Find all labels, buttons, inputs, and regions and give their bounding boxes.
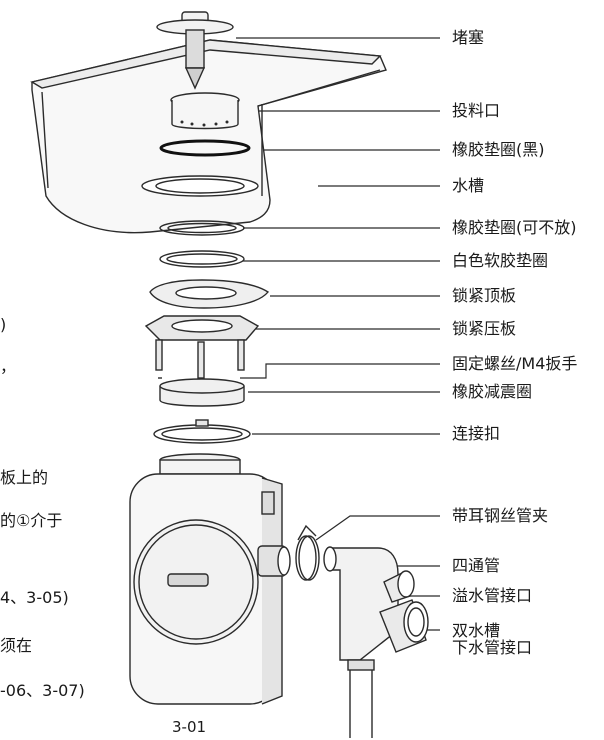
white-soft-gasket (159, 250, 245, 268)
stopper (156, 11, 234, 90)
label-rubber-gasket-optional: 橡胶垫圈(可不放) (452, 218, 577, 237)
lock-top-plate (149, 279, 270, 309)
leader-clamp (315, 515, 440, 541)
label-four-way-pipe: 四通管 (452, 556, 501, 575)
inlet-flange (170, 92, 240, 130)
label-overflow-port: 溢水管接口 (452, 586, 533, 605)
left-text-fragment-1: ) (0, 315, 7, 334)
sink-basin (30, 39, 387, 234)
four-way-pipe (323, 546, 429, 738)
label-rubber-gasket-black: 橡胶垫圈(黑) (452, 140, 545, 159)
label-inlet: 投料口 (452, 101, 501, 120)
label-sink: 水槽 (452, 176, 485, 195)
figure-number: 3-01 (172, 718, 207, 736)
left-text-fragment-3: 板上的 (0, 468, 49, 487)
rubber-gasket-optional (159, 220, 245, 236)
disposer-unit (129, 453, 291, 705)
wire-clamp (295, 524, 320, 581)
left-text-fragment-2: ， (0, 357, 17, 376)
label-lock-top-plate: 锁紧顶板 (452, 286, 517, 305)
label-wire-clamp: 带耳钢丝管夹 (452, 506, 549, 525)
lock-press-plate (144, 315, 260, 379)
label-double-sink-drain: 双水槽 下水管接口 (452, 621, 533, 657)
connector-clip (153, 419, 251, 444)
rubber-gasket-black (159, 139, 251, 157)
label-stopper: 堵塞 (452, 28, 485, 47)
left-text-fragment-6: 须在 (0, 636, 33, 655)
label-damper-ring: 橡胶减震圈 (452, 382, 533, 401)
label-lock-press-plate: 锁紧压板 (452, 319, 517, 338)
label-screw-wrench: 固定螺丝/M4扳手 (452, 354, 578, 373)
label-white-soft-gasket: 白色软胶垫圈 (452, 251, 549, 270)
label-connector: 连接扣 (452, 424, 501, 443)
left-text-fragment-7: -06、3-07) (0, 681, 85, 700)
left-text-fragment-5: 4、3-05) (0, 588, 69, 607)
rubber-damper-ring (159, 378, 245, 407)
left-text-fragment-4: 的①介于 (0, 511, 63, 530)
leader-screw (240, 363, 440, 379)
